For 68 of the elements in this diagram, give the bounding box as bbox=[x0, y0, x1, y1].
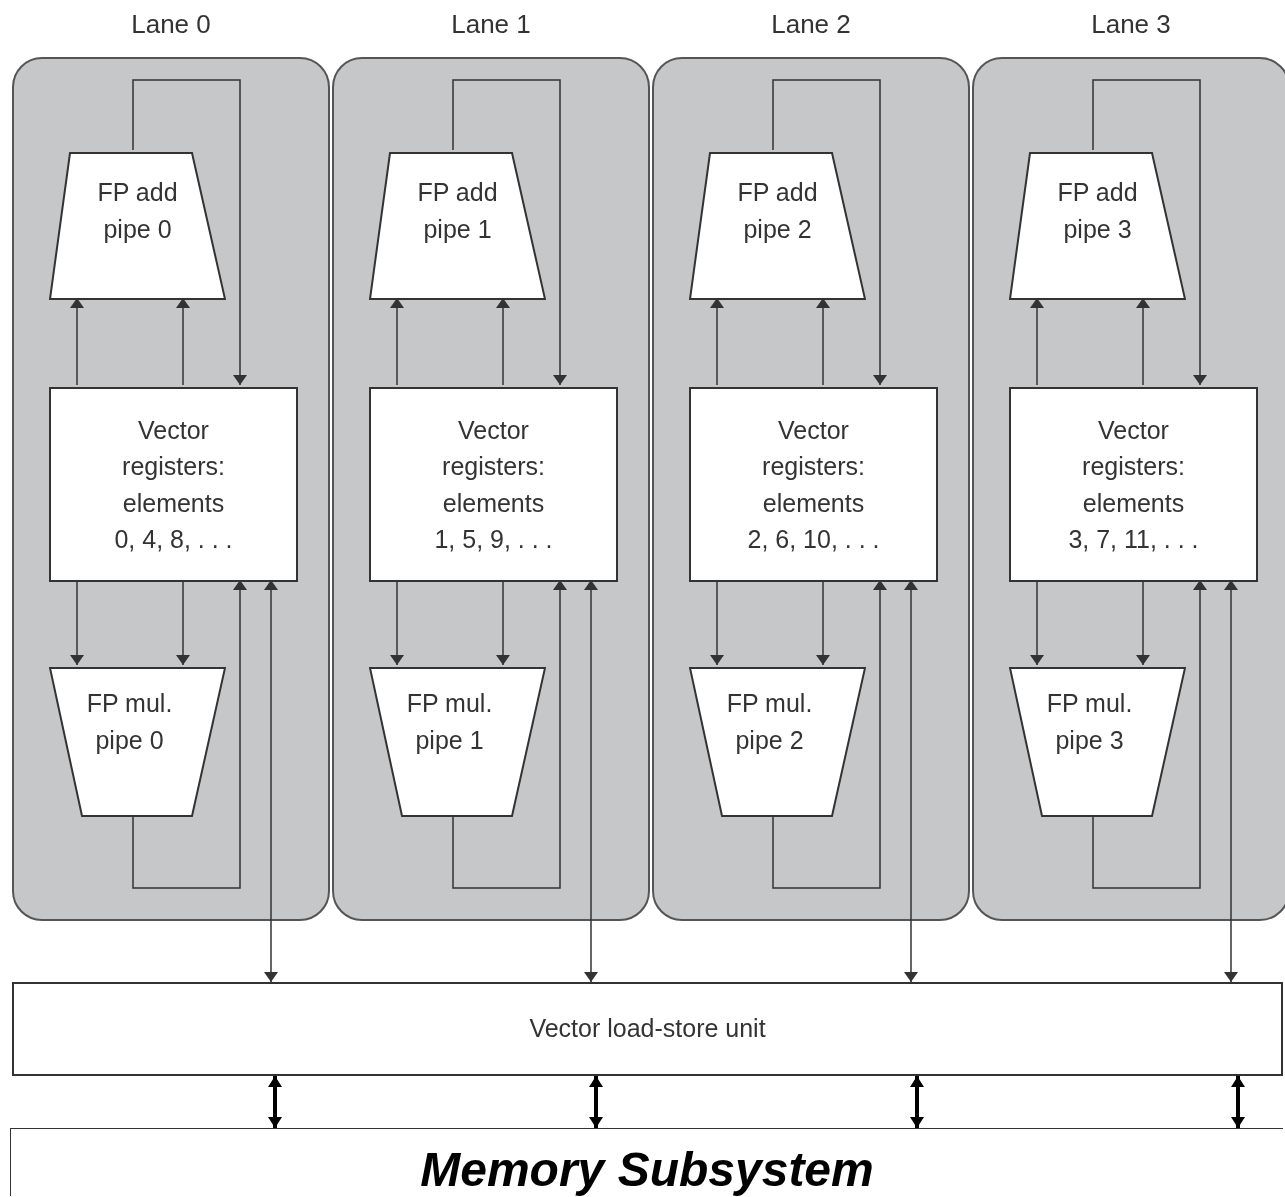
unit-label: 2, 6, 10, . . . bbox=[747, 523, 880, 555]
arrow bbox=[816, 579, 830, 666]
memory-box bbox=[10, 1128, 1283, 1196]
unit-label: Vector registers: elements bbox=[761, 415, 866, 519]
arrow bbox=[772, 579, 887, 889]
arrow bbox=[452, 79, 567, 386]
unit-label: Vector registers: elements bbox=[441, 415, 546, 519]
lane-label: Lane 2 bbox=[770, 9, 852, 40]
unit-box bbox=[49, 387, 298, 582]
arrow bbox=[710, 579, 724, 666]
arrow bbox=[268, 1076, 282, 1128]
arrow bbox=[816, 297, 830, 386]
arrow bbox=[772, 79, 887, 386]
unit-label: FP mul. pipe 1 bbox=[405, 687, 494, 756]
unit-label: Vector registers: elements bbox=[1081, 415, 1186, 519]
multiplier-pipe-trapezoid bbox=[689, 667, 866, 817]
adder-pipe-trapezoid bbox=[1009, 152, 1186, 300]
arrow bbox=[1030, 297, 1044, 386]
memory-label: Memory Subsystem bbox=[420, 1141, 874, 1197]
unit-label: FP add pipe 0 bbox=[96, 176, 179, 245]
adder-pipe-trapezoid bbox=[689, 152, 866, 300]
unit-box bbox=[689, 387, 938, 582]
arrow bbox=[390, 297, 404, 386]
unit-label: Vector registers: elements bbox=[121, 415, 226, 519]
arrow bbox=[452, 579, 567, 889]
multiplier-pipe-trapezoid bbox=[1009, 667, 1186, 817]
unit-box bbox=[369, 387, 618, 582]
arrow bbox=[589, 1076, 603, 1128]
unit-label: 1, 5, 9, . . . bbox=[434, 523, 553, 555]
lane-label: Lane 3 bbox=[1090, 9, 1172, 40]
unit-label: FP mul. pipe 0 bbox=[85, 687, 174, 756]
arrow bbox=[1092, 79, 1207, 386]
unit-label: 3, 7, 11, . . . bbox=[1068, 523, 1199, 555]
arrow bbox=[710, 297, 724, 386]
arrow bbox=[70, 579, 84, 666]
arrow bbox=[390, 579, 404, 666]
unit-label: FP add pipe 1 bbox=[416, 176, 499, 245]
arrow bbox=[1231, 1076, 1245, 1128]
arrow bbox=[70, 297, 84, 386]
unit-label: FP add pipe 2 bbox=[736, 176, 819, 245]
adder-pipe-trapezoid bbox=[49, 152, 226, 300]
unit-label: FP add pipe 3 bbox=[1056, 176, 1139, 245]
arrow bbox=[904, 579, 918, 983]
arrow bbox=[496, 579, 510, 666]
arrow bbox=[584, 579, 598, 983]
arrow bbox=[132, 579, 247, 889]
arrow bbox=[496, 297, 510, 386]
arrow bbox=[132, 79, 247, 386]
lane-label: Lane 0 bbox=[130, 9, 212, 40]
lane-label: Lane 1 bbox=[450, 9, 532, 40]
arrow bbox=[176, 297, 190, 386]
arrow bbox=[1092, 579, 1207, 889]
arrow bbox=[910, 1076, 924, 1128]
unit-box bbox=[12, 982, 1283, 1076]
arrow bbox=[176, 579, 190, 666]
arrow bbox=[264, 579, 278, 983]
unit-label: 0, 4, 8, . . . bbox=[114, 523, 233, 555]
unit-label: FP mul. pipe 2 bbox=[725, 687, 814, 756]
unit-box bbox=[1009, 387, 1258, 582]
unit-label: Vector load-store unit bbox=[529, 1013, 766, 1045]
arrow bbox=[1136, 297, 1150, 386]
adder-pipe-trapezoid bbox=[369, 152, 546, 300]
unit-label: FP mul. pipe 3 bbox=[1045, 687, 1134, 756]
arrow bbox=[1136, 579, 1150, 666]
arrow bbox=[1030, 579, 1044, 666]
arrow bbox=[1224, 579, 1238, 983]
multiplier-pipe-trapezoid bbox=[369, 667, 546, 817]
multiplier-pipe-trapezoid bbox=[49, 667, 226, 817]
